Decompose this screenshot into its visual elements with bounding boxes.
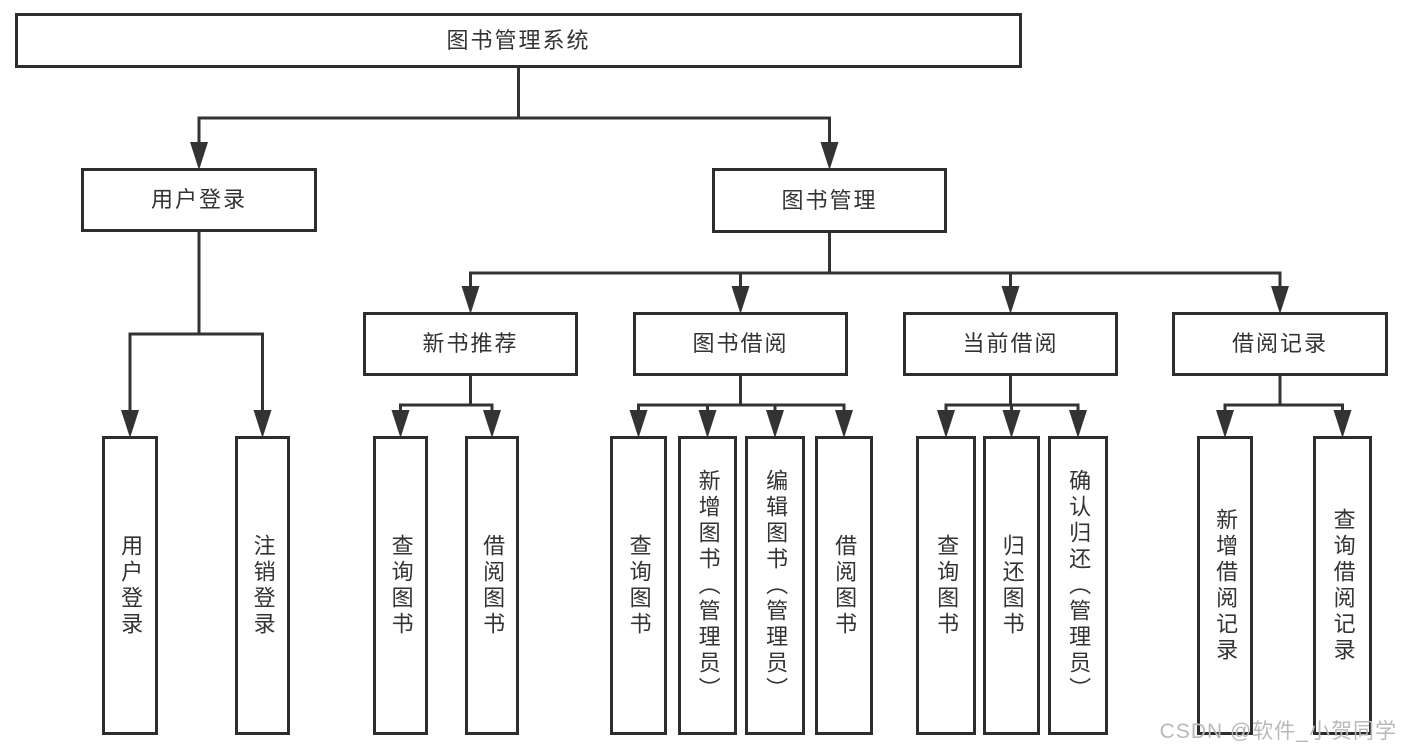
csdn-watermark: CSDN @软件_小贺同学 [1159, 720, 1397, 743]
edge-from-user-login [121, 231, 272, 438]
node-label-v-borrow-book-recommend: 借阅图书 [480, 533, 506, 638]
node-label-book-borrowing: 图书借阅 [692, 331, 789, 356]
node-label-book-management: 图书管理 [781, 187, 878, 213]
node-user-login: 用户登录 [81, 168, 317, 232]
node-label-v-return-book: 归还图书 [999, 533, 1025, 638]
node-label-v-edit-book-admin: 编辑图书（管理员） [763, 468, 789, 703]
node-system-root: 图书管理系统 [15, 13, 1022, 68]
node-label-borrowing-records: 借阅记录 [1231, 331, 1328, 356]
node-v-user-login: 用户登录 [102, 436, 158, 735]
node-v-add-book-admin: 新增图书（管理员） [678, 436, 737, 735]
edge-from-current-borrowing [937, 375, 1087, 438]
node-label-system-root: 图书管理系统 [446, 27, 591, 53]
node-label-v-add-borrow-record: 新增借阅记录 [1213, 507, 1239, 664]
node-label-v-query-borrow-record: 查询借阅记录 [1330, 507, 1356, 664]
node-label-v-user-login: 用户登录 [118, 533, 144, 638]
node-book-management: 图书管理 [712, 168, 947, 233]
node-label-new-book-recommend: 新书推荐 [422, 331, 519, 356]
node-book-borrowing: 图书借阅 [633, 312, 848, 376]
node-v-logout-login: 注销登录 [235, 436, 290, 735]
node-v-return-book: 归还图书 [983, 436, 1040, 735]
node-v-confirm-return-admin: 确认归还（管理员） [1048, 436, 1108, 735]
node-label-v-query-book-recommend: 查询图书 [388, 533, 414, 638]
node-label-v-add-book-admin: 新增图书（管理员） [695, 468, 721, 703]
node-v-edit-book-admin: 编辑图书（管理员） [745, 436, 805, 735]
node-label-v-confirm-return-admin: 确认归还（管理员） [1066, 468, 1092, 703]
node-label-user-login: 用户登录 [150, 187, 247, 212]
node-v-borrow-book-recommend: 借阅图书 [465, 436, 519, 735]
node-label-v-borrow-book: 借阅图书 [832, 533, 858, 638]
node-label-v-query-book-current: 查询图书 [934, 533, 960, 638]
node-v-query-book-borrow: 查询图书 [610, 436, 667, 735]
edge-from-borrowing-records [1216, 375, 1352, 438]
node-label-current-borrowing: 当前借阅 [962, 331, 1059, 356]
node-new-book-recommend: 新书推荐 [363, 312, 578, 376]
edge-from-new-book-recommend [391, 375, 501, 438]
edge-from-book-borrowing [629, 375, 853, 438]
node-label-v-logout-login: 注销登录 [250, 533, 276, 638]
edge-from-book-management [461, 232, 1289, 314]
node-label-v-query-book-borrow: 查询图书 [626, 533, 652, 638]
node-borrowing-records: 借阅记录 [1172, 312, 1388, 376]
edge-from-system-root [190, 67, 839, 170]
node-v-add-borrow-record: 新增借阅记录 [1197, 436, 1253, 735]
node-v-borrow-book: 借阅图书 [815, 436, 873, 735]
node-v-query-borrow-record: 查询借阅记录 [1313, 436, 1372, 735]
node-v-query-book-recommend: 查询图书 [373, 436, 428, 735]
node-current-borrowing: 当前借阅 [903, 312, 1118, 376]
node-v-query-book-current: 查询图书 [916, 436, 976, 735]
